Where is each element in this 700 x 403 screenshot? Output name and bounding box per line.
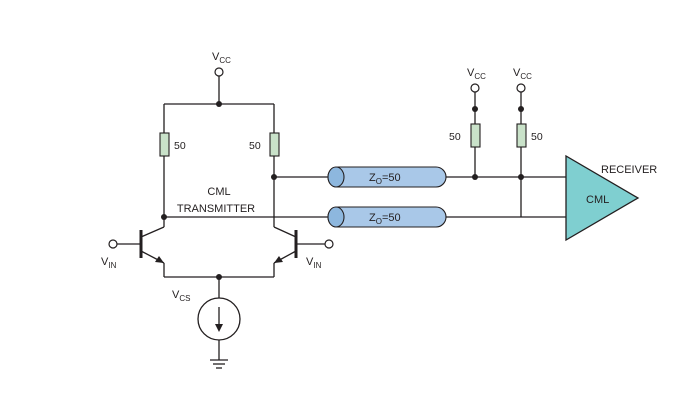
rx-resistor-left bbox=[470, 123, 481, 148]
transmitter-label-line1: CML bbox=[207, 186, 230, 198]
receiver: CML RECEIVER bbox=[565, 154, 657, 242]
vcc-rx1-label: VCC bbox=[467, 67, 486, 81]
vcc-rx1-terminal bbox=[470, 83, 480, 93]
vcc-main-terminal bbox=[214, 67, 224, 77]
vcc-main-supply: VCC bbox=[164, 51, 274, 107]
receiver-body-label: CML bbox=[586, 194, 609, 206]
current-source: VCS bbox=[164, 274, 274, 369]
receiver-amplifier bbox=[565, 154, 640, 242]
vcs-label: VCS bbox=[172, 289, 190, 303]
tx-resistor-left bbox=[159, 132, 170, 157]
tx-resistor-left-label: 50 bbox=[174, 140, 186, 152]
cable-bottom-label: ZO=50 bbox=[369, 212, 401, 226]
transistor-right: VIN bbox=[273, 226, 334, 277]
tx-load-resistors: 50 50 bbox=[159, 104, 280, 227]
vin-left-terminal bbox=[108, 239, 118, 249]
transmitter-label-line2: TRANSMITTER bbox=[177, 203, 255, 215]
vin-right-terminal bbox=[324, 239, 334, 249]
vin-right-label: VIN bbox=[306, 256, 322, 270]
vcc-rx2-label: VCC bbox=[513, 67, 532, 81]
cable-top-label: ZO=50 bbox=[369, 172, 401, 186]
cable-bottom: ZO=50 bbox=[327, 206, 447, 228]
rx-resistor-right-label: 50 bbox=[531, 131, 543, 143]
vcc-rail-node bbox=[216, 101, 222, 107]
current-arrow-icon bbox=[215, 324, 223, 332]
transistor-left: VIN bbox=[101, 217, 165, 277]
tx-resistor-right-label: 50 bbox=[249, 140, 261, 152]
rx-termination-left: VCC 50 bbox=[449, 67, 486, 180]
receiver-title: RECEIVER bbox=[601, 164, 657, 176]
rx-resistor-left-label: 50 bbox=[449, 131, 461, 143]
rx-termination-right: VCC 50 bbox=[513, 67, 543, 217]
vin-left-label: VIN bbox=[101, 256, 117, 270]
rx-resistor-right bbox=[516, 123, 527, 148]
signal-lines bbox=[161, 174, 566, 220]
cable-top: ZO=50 bbox=[327, 166, 447, 188]
vcc-rx2-terminal bbox=[516, 83, 526, 93]
tx-resistor-right bbox=[269, 132, 280, 157]
vcc-main-label: VCC bbox=[212, 51, 231, 65]
